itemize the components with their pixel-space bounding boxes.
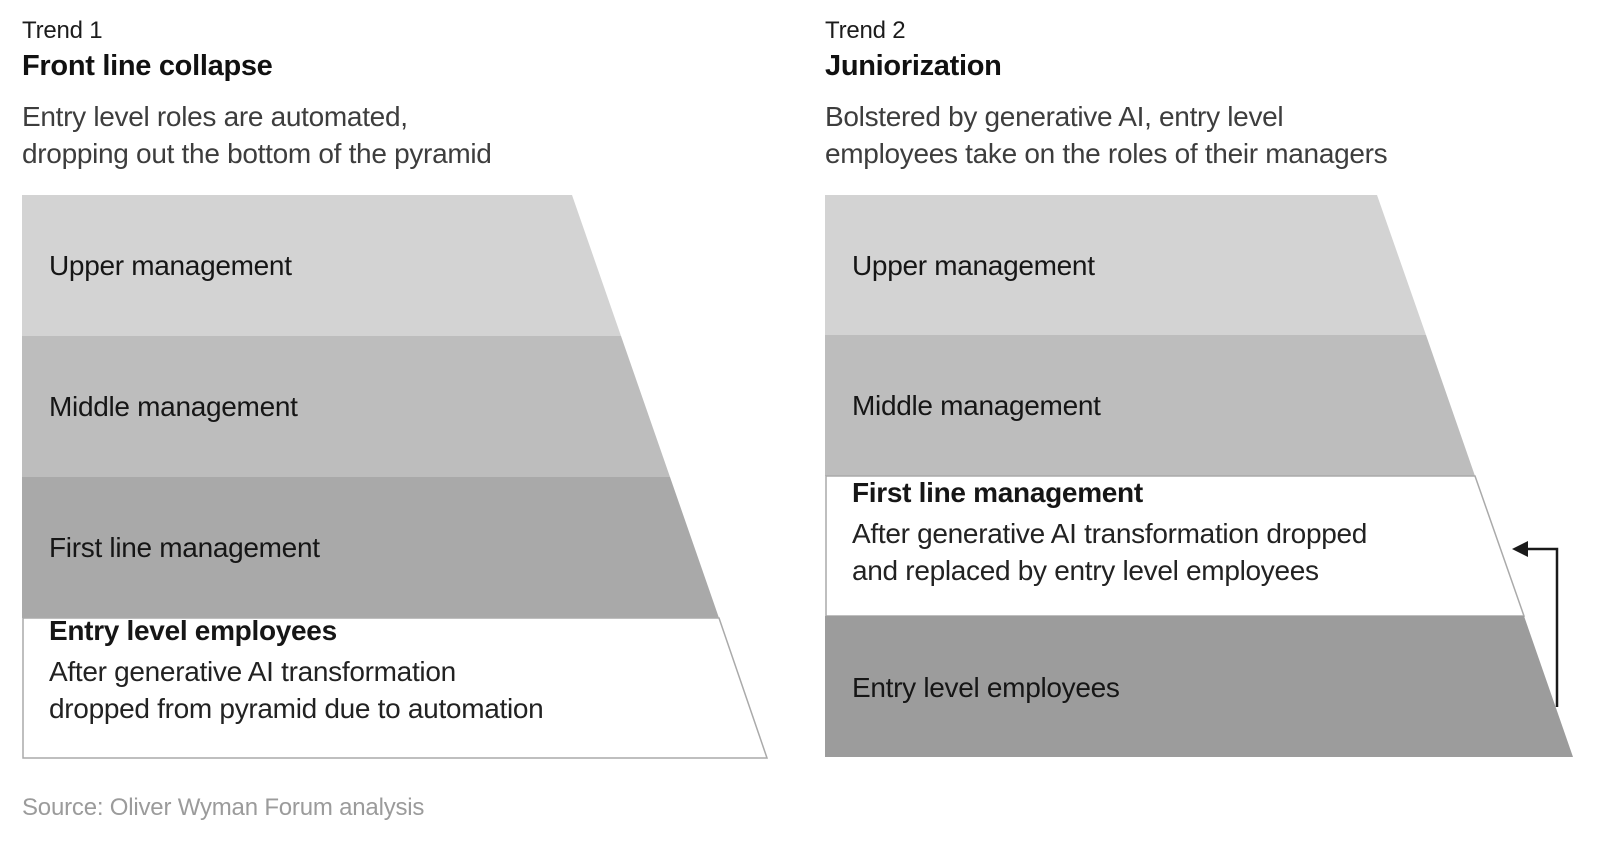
trend2-pyramid: Upper management Middle management First…	[825, 195, 1575, 757]
trend1-layer-middle-shape	[22, 336, 670, 477]
trend2-pyramid-shape	[825, 195, 1573, 757]
trend2-header: Trend 2 Juniorization Bolstered by gener…	[825, 16, 1388, 172]
trend2-layer-entry-label: Entry level employees	[852, 672, 1120, 703]
trend2-title: Juniorization	[825, 50, 1002, 82]
trend2-layer-first-line-title: First line management	[852, 477, 1143, 508]
trend1-layer-middle-label: Middle management	[49, 391, 298, 422]
trend1-description-line2: dropping out the bottom of the pyramid	[22, 138, 492, 169]
trend1-layer-entry-note: After generative AI transformation dropp…	[49, 653, 544, 727]
trend1-layer-entry-highlight-shape	[22, 617, 768, 759]
trend2-layer-entry-dark-shape	[825, 616, 1573, 757]
trend1-layer-upper-label: Upper management	[49, 250, 292, 281]
trend1-layer-upper-shape	[22, 195, 621, 336]
trend1-header: Trend 1 Front line collapse Entry level …	[22, 16, 492, 172]
trend1-layer-entry-block: Entry level employees After generative A…	[49, 613, 544, 727]
trend2-description-line1: Bolstered by generative AI, entry level	[825, 101, 1284, 132]
trend1-title: Front line collapse	[22, 50, 273, 82]
trend2-layer-first-line-note: After generative AI transformation dropp…	[852, 515, 1367, 589]
trend2-first-line-note-line1: After generative AI transformation dropp…	[852, 518, 1368, 549]
trend1-description-line1: Entry level roles are automated,	[22, 101, 408, 132]
trend2-description-line2: employees take on the roles of their man…	[825, 138, 1388, 169]
trend1-pyramid-shape	[22, 195, 768, 759]
trend1-pyramid: Upper management Middle management First…	[22, 195, 768, 759]
trend2-layer-middle-label: Middle management	[852, 390, 1101, 421]
trend1-description: Entry level roles are automated, droppin…	[22, 98, 492, 172]
trend2-layer-upper-shape	[825, 195, 1426, 335]
trend1-layer-first-line-label: First line management	[49, 532, 320, 563]
trend1-eyebrow: Trend 1	[22, 17, 103, 44]
source-note: Source: Oliver Wyman Forum analysis	[22, 794, 425, 821]
trend1-entry-note-line1: After generative AI transformation	[49, 656, 456, 687]
trend2-layer-upper-label: Upper management	[852, 250, 1095, 281]
elbow-arrow-head	[1512, 541, 1528, 557]
trend2-description: Bolstered by generative AI, entry level …	[825, 98, 1388, 172]
trend2-first-line-note-line2: and replaced by entry level employees	[852, 555, 1319, 586]
trend2-eyebrow: Trend 2	[825, 17, 906, 44]
trend1-entry-note-line2: dropped from pyramid due to automation	[49, 693, 544, 724]
trend1-layer-first-line-shape	[22, 477, 719, 618]
trend1-layer-entry-title: Entry level employees	[49, 615, 337, 646]
elbow-arrow-line	[1525, 547, 1559, 707]
elbow-arrow-icon	[1512, 541, 1559, 707]
trend2-layer-middle-shape	[825, 335, 1475, 476]
trend2-layer-first-line-block: First line management After generative A…	[852, 475, 1367, 589]
